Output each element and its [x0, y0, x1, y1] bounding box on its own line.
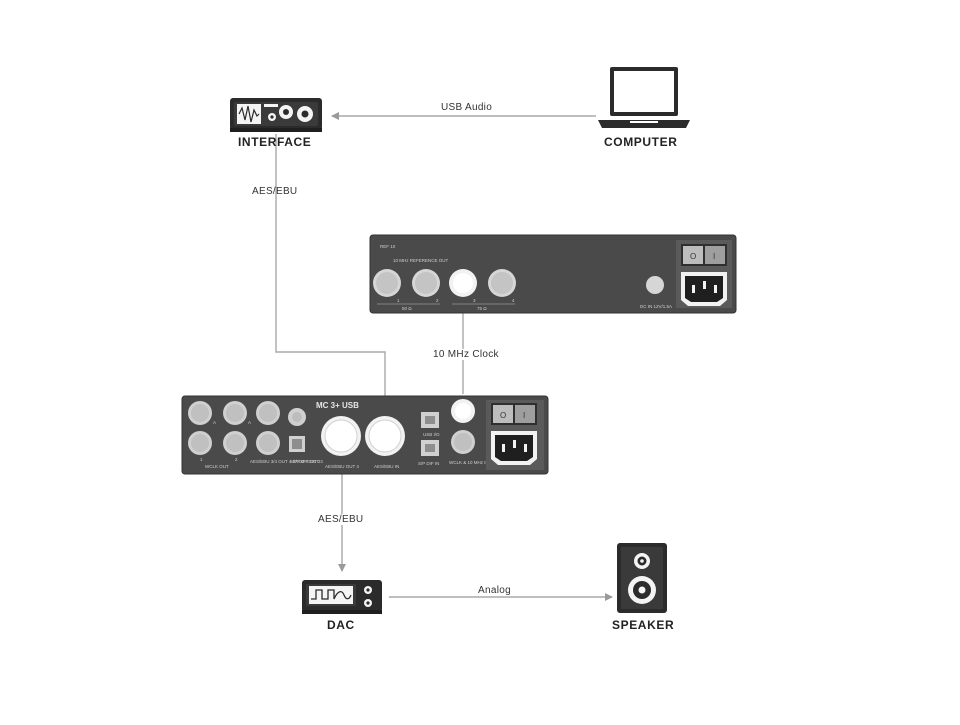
mc3-switch-on: I [523, 411, 525, 420]
ref10-port-label-3: 3 [473, 298, 476, 303]
mc3-wclk-out-bnc-1 [188, 401, 212, 425]
ref10-iec-power-inlet [681, 272, 727, 306]
mc3-wclk-out-bnc-4 [223, 431, 247, 455]
computer-label: COMPUTER [604, 135, 678, 149]
ref10-switch-on: I [713, 252, 715, 261]
mc3-spdif-out-port [289, 436, 305, 452]
ref10-port-label-2: 2 [436, 298, 439, 303]
aes-ebu-top-label: AES/EBU [252, 186, 298, 197]
aes-ebu-wire-top [275, 134, 389, 413]
speaker-icon [617, 543, 667, 613]
ref10-port-label-4: 4 [512, 298, 515, 303]
mc3-usb-io-label: USB I/O [423, 432, 440, 437]
ref10-panel: REF 10 10 MHz REFERENCE OUT 1 2 3 4 50 Ω… [369, 234, 737, 314]
mc3-aes-sp-out-label: AES/EBU 3/4 OUT 4 S/P DIF OUT 3 [250, 459, 323, 464]
mc3-usb-port [421, 412, 439, 428]
ref10-port-label-1: 1 [397, 298, 400, 303]
mc3-spdif-in-port [421, 440, 439, 456]
dac-label: DAC [327, 618, 355, 632]
ref10-impedance-50: 50 Ω [402, 306, 412, 311]
interface-label: INTERFACE [238, 135, 312, 149]
mc3-wclk-out-bnc-2 [223, 401, 247, 425]
analog-label: Analog [478, 585, 511, 596]
mc3-wclk-out-label: WCLK OUT [205, 464, 229, 469]
ref10-dc-label: DC IN 12V/1.5A [640, 304, 672, 309]
mc3-iec-power-inlet [491, 431, 537, 465]
mc3-spdif-out-label: S/P DIF OUT 3 [290, 459, 321, 464]
mc3-bnc-label-a2: A [248, 420, 251, 425]
mc3-bnc-label-2: 2 [235, 457, 238, 462]
ref10-bnc-port-4 [488, 269, 516, 297]
ref10-bnc-port-2 [412, 269, 440, 297]
mc3-aes-sp-bnc-2 [256, 431, 280, 455]
mc3-aes-in-label: AES/EBU IN [374, 464, 399, 469]
mc3-spdif-aes-in-bnc [451, 430, 475, 454]
mc3-aes-sp-bnc-1 [256, 401, 280, 425]
ref10-dc-jack [646, 276, 664, 294]
mc3-bnc-label-1: 1 [200, 457, 203, 462]
mc3-aes-in-xlr [365, 416, 405, 456]
mc3-aes-out-label: AES/EBU OUT 4 [325, 464, 359, 469]
interface-icon [230, 98, 322, 132]
ref10-brand: REF 10 [380, 244, 396, 249]
mc3-small-port [288, 408, 306, 426]
ref10-bnc-port-3 [449, 269, 477, 297]
mc3-switch-off: O [500, 411, 506, 420]
mc3-wclk-out-bnc-3 [188, 431, 212, 455]
dac-icon [302, 580, 382, 614]
mc3-wclk-in-bnc [451, 399, 475, 423]
ref10-switch-off: O [690, 252, 696, 261]
ref10-impedance-75: 75 Ω [477, 306, 487, 311]
speaker-label: SPEAKER [612, 618, 675, 632]
mc3-power-switch [491, 403, 537, 425]
ref10-power-switch [681, 244, 727, 266]
computer-icon [598, 67, 690, 128]
mc3-bnc-label-a1: A [213, 420, 216, 425]
mc3-aes-out-xlr [321, 416, 361, 456]
mc3-brand-logo: MC 3+ USB [316, 401, 359, 410]
ref10-bnc-port-1 [373, 269, 401, 297]
usb-audio-label: USB Audio [441, 102, 493, 113]
clock-label: 10 MHz Clock [432, 349, 500, 360]
mc3-panel: MC 3+ USB A A 1 2 WCLK OUT AES/EBU 3/4 O… [181, 395, 549, 475]
aes-ebu-bottom-label: AES/EBU [317, 514, 365, 525]
ref10-ref-out-title: 10 MHz REFERENCE OUT [393, 258, 449, 263]
mc3-spdif-in-label: S/P DIF IN [418, 461, 439, 466]
